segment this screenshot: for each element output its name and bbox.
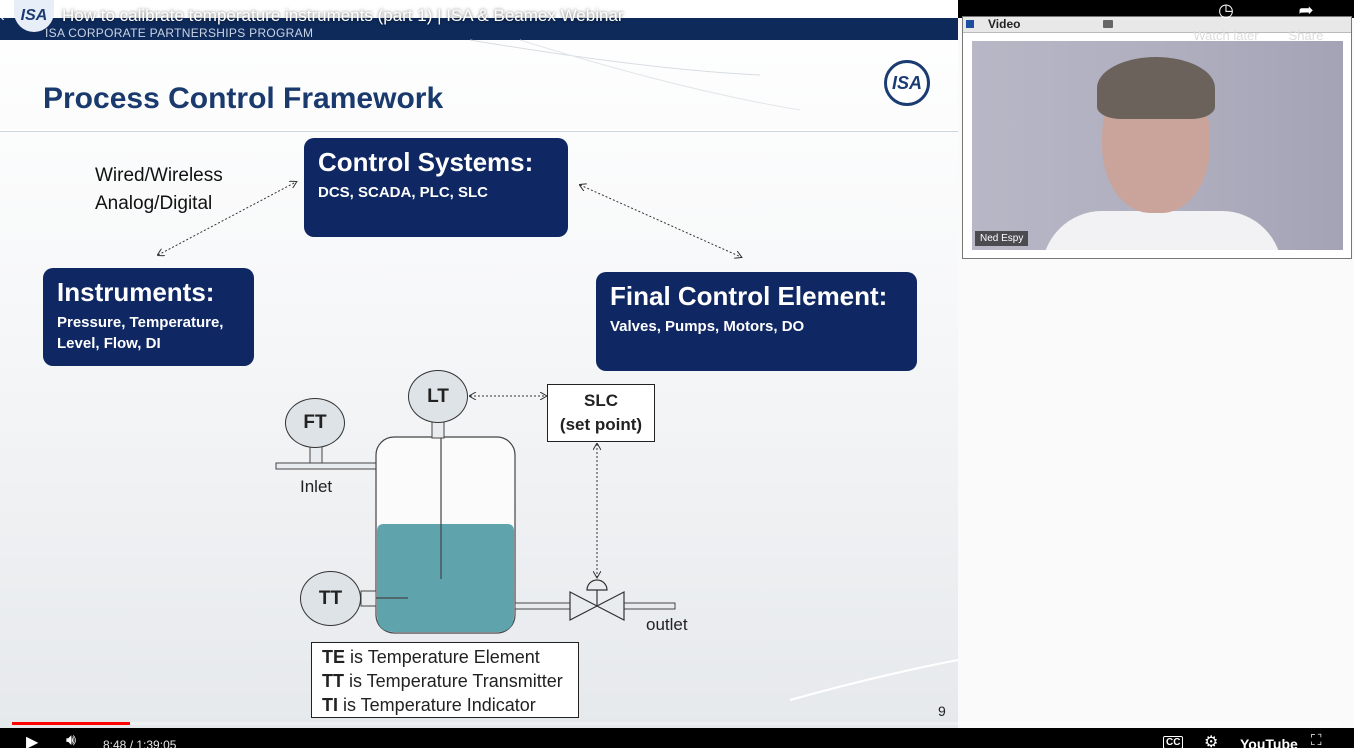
share-label: Share — [1288, 28, 1324, 43]
subtitles-cc-button[interactable]: CC — [1163, 736, 1184, 748]
fullscreen-icon[interactable]: ⛶ — [1311, 732, 1322, 748]
instruments-detail-line2: Level, Flow, DI — [57, 335, 161, 352]
youtube-logo[interactable]: YouTube — [1240, 736, 1298, 748]
channel-avatar-text: ISA — [20, 7, 48, 24]
slide-banner-text: ISA CORPORATE PARTNERSHIPS PROGRAM — [45, 26, 314, 40]
legend-row: TE is Temperature Element — [322, 645, 568, 669]
inlet-pipe — [275, 462, 377, 470]
webcam-panel: Video Ned Espy — [962, 16, 1352, 259]
legend-abbr: TT — [322, 671, 344, 691]
volume-icon[interactable]: 🔊︎ — [66, 732, 77, 748]
ft-stem — [309, 445, 323, 464]
current-time: 8:48 — [103, 738, 127, 748]
slide-banner — [0, 18, 958, 40]
settings-gear-icon[interactable]: ⚙ — [1204, 734, 1219, 748]
watch-later-button[interactable]: ◷ Watch later — [1190, 0, 1262, 43]
slide-decor-line-2 — [519, 39, 801, 111]
video-title-link[interactable]: How to calibrate temperature instruments… — [62, 6, 624, 25]
legend-row: TI is Temperature Indicator — [322, 693, 568, 717]
tank-liquid — [377, 524, 514, 632]
link-arrow-final-control — [580, 185, 741, 257]
clock-icon: ◷ — [1218, 0, 1234, 20]
control-systems-box: Control Systems: DCS, SCADA, PLC, SLC — [304, 138, 568, 237]
outlet-pipe-2 — [623, 602, 676, 610]
panel-window-icon — [966, 20, 974, 28]
share-button[interactable]: ➦ Share — [1282, 0, 1330, 43]
outlet-label: outlet — [646, 615, 688, 634]
control-systems-heading: Control Systems: — [318, 147, 534, 177]
instruments-box: Instruments: Pressure, Temperature, Leve… — [43, 268, 254, 366]
inlet-label: Inlet — [300, 477, 333, 496]
isa-logo: ISA — [884, 60, 930, 106]
isa-logo-text: ISA — [891, 72, 922, 93]
tt-instrument: TT — [300, 571, 361, 626]
valve-actuator — [586, 579, 608, 591]
duration: 1:39:05 — [136, 738, 177, 748]
final-control-detail: Valves, Pumps, Motors, DO — [610, 318, 805, 335]
legend-row: TT is Temperature Transmitter — [322, 669, 568, 693]
legend-abbr: TE — [322, 647, 346, 667]
webcam-feed — [972, 41, 1343, 250]
progress-bar-played — [12, 722, 130, 725]
webcam-panel-header: Video — [963, 17, 1351, 33]
link-arrow-instruments — [158, 182, 296, 255]
progress-bar[interactable] — [12, 722, 1342, 725]
speaker-shirt — [1042, 211, 1282, 250]
instruments-heading: Instruments: — [57, 277, 215, 307]
slide-decor-line-3 — [789, 659, 958, 701]
outlet-pipe-1 — [514, 602, 571, 610]
legend-text: is Temperature Indicator — [338, 695, 536, 715]
legend-text: is Temperature Transmitter — [344, 671, 563, 691]
slc-line1: SLC — [584, 391, 618, 410]
slc-setpoint-box: SLC (set point) — [547, 384, 655, 442]
lt-stem — [431, 421, 445, 439]
share-arrow-icon: ➦ — [1298, 0, 1314, 20]
slide-page-number: 9 — [938, 703, 946, 719]
play-icon[interactable]: ▶ — [26, 734, 39, 748]
ft-instrument: FT — [285, 398, 345, 448]
legend-box: TE is Temperature Element TT is Temperat… — [311, 642, 579, 718]
legend-text: is Temperature Element — [345, 647, 540, 667]
presentation-slide: ISA CORPORATE PARTNERSHIPS PROGRAM Proce… — [0, 0, 958, 728]
control-systems-detail: DCS, SCADA, PLC, SLC — [318, 184, 489, 201]
webcam-panel-title: Video — [988, 17, 1021, 31]
final-control-element-box: Final Control Element: Valves, Pumps, Mo… — [596, 272, 917, 371]
player-controls-bar — [0, 728, 1354, 748]
final-control-heading: Final Control Element: — [610, 281, 888, 311]
instruments-detail: Pressure, Temperature, Level, Flow, DI — [57, 312, 240, 354]
link-label-line1: Wired/Wireless — [95, 165, 223, 186]
instruments-detail-line1: Pressure, Temperature, — [57, 314, 224, 331]
camera-icon — [1103, 20, 1113, 28]
speaker-name-tag: Ned Espy — [975, 231, 1029, 246]
legend-abbr: TI — [322, 695, 338, 715]
watch-later-label: Watch later — [1193, 28, 1259, 43]
back-chevron-icon[interactable]: ‹ — [0, 8, 5, 24]
speaker-hair — [1097, 57, 1215, 119]
slide-decor-line — [469, 39, 761, 76]
channel-avatar[interactable]: ISA — [14, 0, 54, 32]
tt-stem — [360, 590, 377, 607]
slc-line2: (set point) — [559, 415, 643, 434]
slide-divider — [0, 129, 958, 131]
time-display: 8:48 / 1:39:05 — [103, 738, 176, 748]
slide-title: Process Control Framework — [43, 82, 444, 115]
lt-instrument: LT — [408, 370, 468, 423]
process-diagram — [0, 39, 958, 701]
